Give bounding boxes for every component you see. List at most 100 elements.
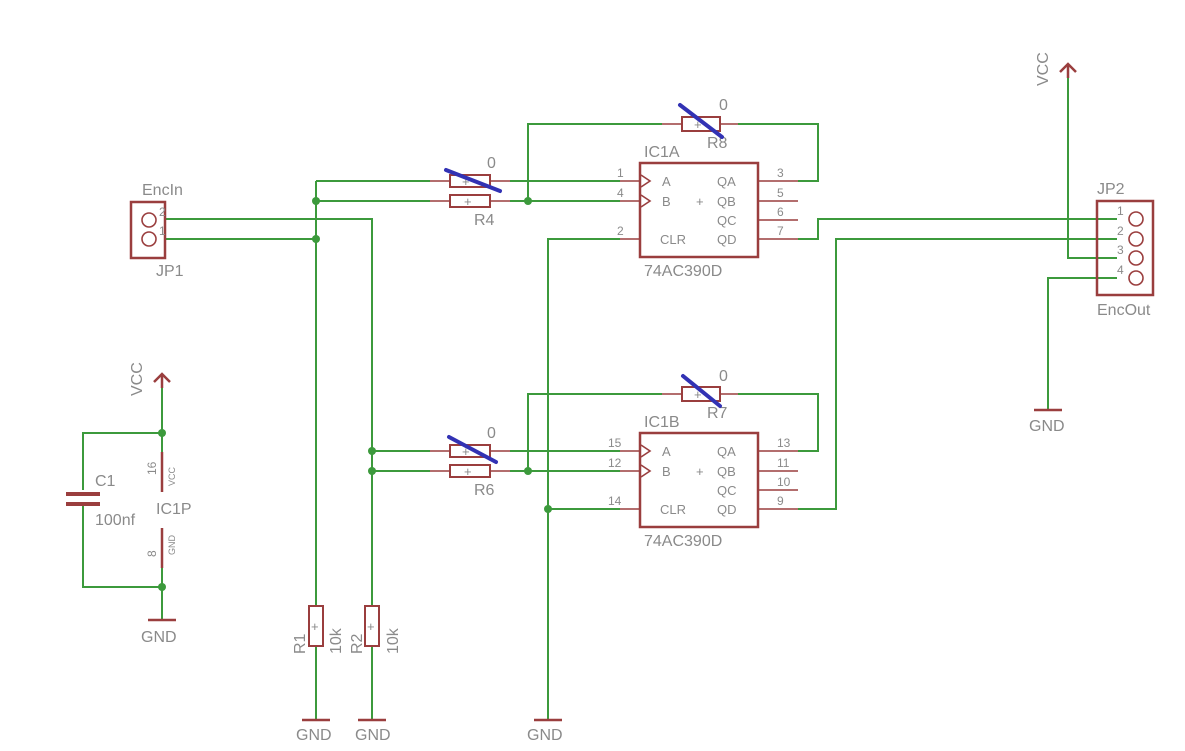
ic1a-pin-number: 3	[777, 166, 784, 180]
ic1a-name: IC1A	[644, 144, 680, 161]
gnd-symbol: GND	[296, 718, 332, 744]
wire-clr-net	[547, 238, 620, 720]
gnd-label: GND	[355, 727, 391, 744]
junction	[158, 429, 166, 437]
resistor-r4: + R4	[430, 194, 510, 229]
r1-value: 10k	[328, 627, 345, 654]
wire-ic1a-qd-to-jp2	[798, 218, 1117, 240]
r6-name: R6	[474, 482, 495, 499]
ic1p-power: IC1P 16 VCC 8 GND	[145, 452, 192, 568]
gnd-label: GND	[1029, 418, 1065, 435]
jp1-pin-number: 1	[159, 224, 166, 238]
ic1b-pin-number: 10	[777, 475, 791, 489]
jp2-pin-number: 1	[1117, 204, 1124, 218]
gnd-label: GND	[141, 629, 177, 646]
svg-text:+: +	[694, 117, 702, 132]
vcc-symbol-left: VCC	[129, 362, 171, 396]
ic1b-pin-number: 11	[777, 456, 790, 470]
jp1-value: EncIn	[142, 182, 183, 199]
svg-text:+: +	[367, 619, 375, 634]
vcc-symbol-right: VCC	[1035, 52, 1077, 86]
ic1a: IC1A 74AC390D A B CLR QA QB QC QD 1 4 2 …	[617, 144, 798, 280]
gnd-symbol: GND	[527, 718, 563, 744]
resistor-r5: + 0	[430, 425, 510, 464]
ic1b-origin-mark: +	[696, 464, 704, 479]
ic1b-pin-qd: QD	[717, 502, 737, 517]
gnd-symbol: GND	[141, 618, 177, 646]
wire-r7-loop	[527, 393, 662, 471]
ic1b: IC1B 74AC390D A B CLR QA QB QC QD 15 12 …	[608, 414, 798, 550]
r2-name: R2	[349, 633, 366, 654]
r5-value: 0	[487, 425, 496, 442]
gnd-symbol: GND	[1029, 408, 1065, 435]
wire-r7-to-qa	[738, 393, 819, 452]
ic1a-value: 74AC390D	[644, 263, 722, 280]
junction	[524, 467, 532, 475]
ic1a-pin-qc: QC	[717, 213, 737, 228]
capacitor-c1: C1 100nf	[66, 473, 136, 529]
jp2-pin-number: 2	[1117, 224, 1124, 238]
r8-strike-mark	[678, 103, 724, 139]
ic1b-pin-number: 15	[608, 436, 622, 450]
ic1a-pin-a: A	[662, 174, 671, 189]
ic1b-pin-b: B	[662, 464, 671, 479]
vcc-label: VCC	[1035, 52, 1052, 86]
svg-text:+: +	[462, 174, 470, 189]
junctions	[158, 197, 552, 591]
jp1-name: JP1	[156, 263, 184, 280]
resistor-r3: + 0	[430, 155, 510, 193]
ic1b-pin-number: 14	[608, 494, 622, 508]
r7-value: 0	[719, 368, 728, 385]
ic1b-value: 74AC390D	[644, 533, 722, 550]
junction	[158, 583, 166, 591]
wire-gnd-jp2	[1047, 277, 1117, 410]
gnd-label: GND	[296, 727, 332, 744]
wire-decoupling-bottom	[82, 506, 163, 620]
connector-jp1: EncIn JP1 2 1	[129, 182, 184, 280]
resistor-r7: + 0 R7	[662, 368, 738, 422]
wire-r8-loop	[527, 123, 662, 201]
ic1b-name: IC1B	[644, 414, 680, 431]
r3-value: 0	[487, 155, 496, 172]
ic1b-pin-number: 9	[777, 494, 784, 508]
ic1a-pin-qa: QA	[717, 174, 736, 189]
wire-jp1-pin2	[165, 218, 373, 720]
c1-value: 100nf	[95, 512, 136, 529]
ic1b-pin-a: A	[662, 444, 671, 459]
resistor-r6: + R6	[430, 464, 510, 499]
svg-text:+: +	[694, 387, 702, 402]
jp1-pin-number: 2	[159, 205, 166, 219]
ic1b-pin-qb: QB	[717, 464, 736, 479]
jp2-pin-number: 3	[1117, 243, 1124, 257]
junction	[544, 505, 552, 513]
junction	[312, 197, 320, 205]
ic1a-pin-number: 5	[777, 186, 784, 200]
r8-value: 0	[719, 97, 728, 114]
svg-text:+: +	[464, 194, 472, 209]
ic1a-pin-b: B	[662, 194, 671, 209]
wire-r8-to-qa	[738, 123, 819, 182]
junction	[368, 447, 376, 455]
ic1a-origin-mark: +	[696, 194, 704, 209]
ic1a-pin-number: 1	[617, 166, 624, 180]
junction	[524, 197, 532, 205]
ic1p-gnd-pin-number: 8	[145, 550, 159, 557]
svg-text:+: +	[464, 464, 472, 479]
svg-text:+: +	[462, 444, 470, 459]
ic1b-pin-clr: CLR	[660, 502, 686, 517]
ic1p-vcc-label: VCC	[167, 466, 177, 486]
jp2-value: EncOut	[1097, 302, 1151, 319]
r3-strike-mark	[444, 168, 502, 193]
r2-value: 10k	[385, 627, 402, 654]
gnd-label: GND	[527, 727, 563, 744]
svg-text:+: +	[311, 619, 319, 634]
wires	[82, 74, 1117, 720]
ic1b-pin-qc: QC	[717, 483, 737, 498]
gnd-symbol: GND	[355, 718, 391, 744]
ic1b-pin-qa: QA	[717, 444, 736, 459]
r5-strike-mark	[447, 435, 498, 464]
ic1p-vcc-pin-number: 16	[145, 461, 159, 475]
ic1b-pin-number: 13	[777, 436, 791, 450]
wire-ic1b-qd-to-jp2	[798, 238, 1117, 510]
